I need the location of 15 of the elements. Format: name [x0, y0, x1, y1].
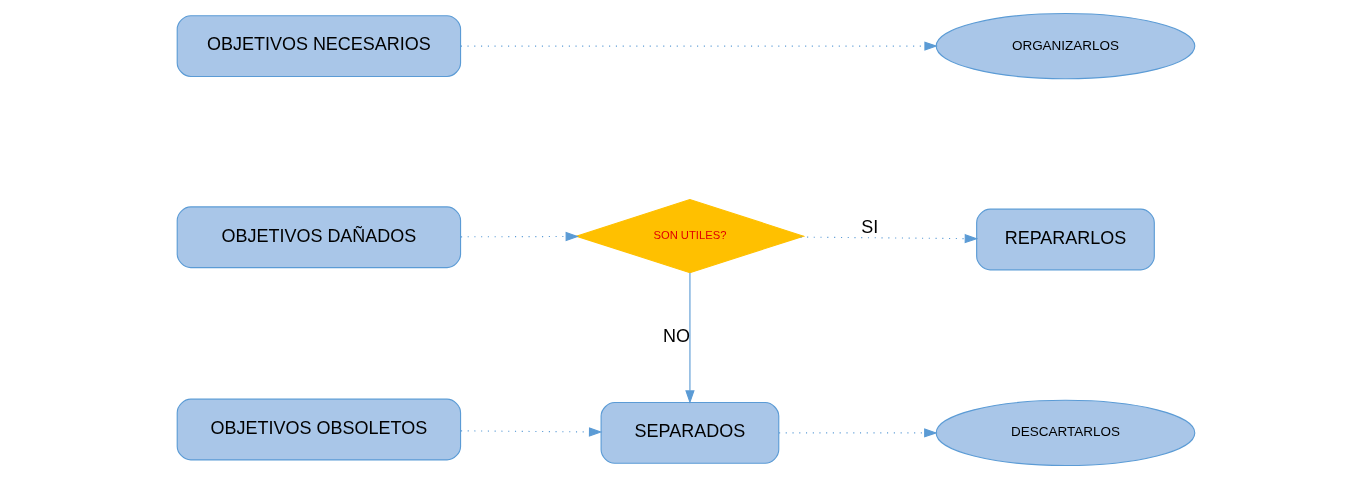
- node-box: OBJETIVOS NECESARIOS: [176, 14, 461, 77]
- node-box: OBJETIVOS OBSOLETOS: [176, 398, 461, 460]
- node-box: SEPARADOS: [600, 401, 779, 464]
- node-box: OBJETIVOS DAÑADOS: [176, 205, 461, 268]
- node-diamond: SON UTILES?: [574, 198, 805, 273]
- node-ellipse: ORGANIZARLOS: [935, 12, 1195, 79]
- node-box: REPARARLOS: [975, 208, 1155, 270]
- node-ellipse: DESCARTARLOS: [935, 399, 1195, 466]
- edge-label: SI: [860, 216, 878, 237]
- arrow: [684, 271, 695, 404]
- arrow: [459, 231, 579, 241]
- arrow: [459, 40, 938, 51]
- arrow: [459, 426, 602, 437]
- edge-label: NO: [662, 325, 690, 346]
- arrow: [778, 427, 938, 438]
